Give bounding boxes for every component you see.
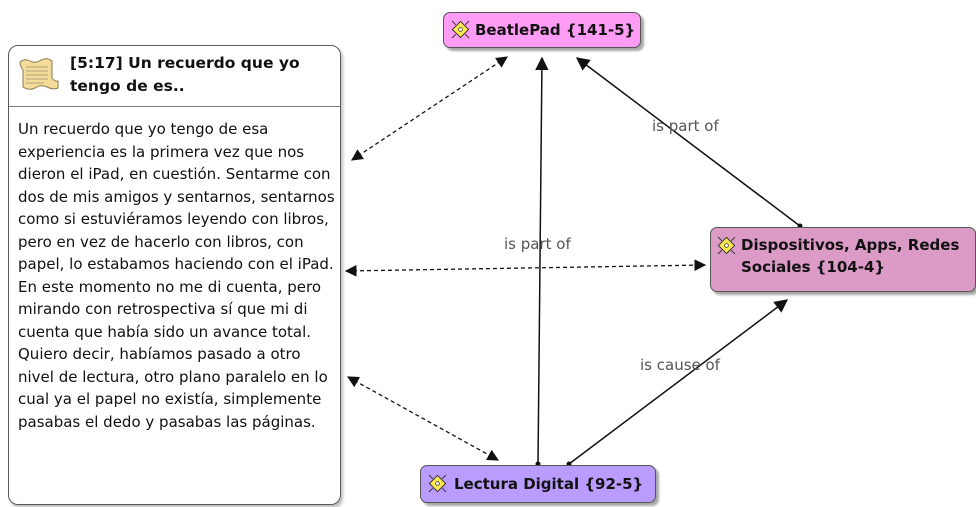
code-node-icon: [717, 236, 736, 255]
quotation-node[interactable]: [5:17] Un recuerdo que yo tengo de es.. …: [8, 45, 341, 505]
relation-lectura-beatlepad[interactable]: [535, 56, 549, 465]
code-node-dispositivos[interactable]: Dispositivos, Apps, Redes Sociales {104-…: [710, 227, 976, 292]
quotation-header: [5:17] Un recuerdo que yo tengo de es..: [9, 46, 340, 107]
relation-label-dispositivos-beatlepad: is part of: [652, 117, 719, 135]
quotation-title: [5:17] Un recuerdo que yo tengo de es..: [70, 54, 300, 95]
relation-dispositivos-beatlepad[interactable]: [575, 57, 801, 227]
code-node-beatlepad[interactable]: BeatlePad {141-5}: [443, 12, 641, 48]
quotation-text: Un recuerdo que yo tengo de esa experien…: [18, 120, 335, 431]
code-node-icon: [451, 20, 470, 39]
code-label-beatlepad: BeatlePad {141-5}: [475, 21, 636, 39]
link-quote-dispositivos[interactable]: [344, 259, 707, 277]
code-label-lectura-digital: Lectura Digital {92-5}: [454, 475, 644, 493]
code-node-icon: [428, 474, 447, 493]
link-quote-lectura[interactable]: [346, 376, 500, 461]
code-node-lectura-digital[interactable]: Lectura Digital {92-5}: [420, 465, 656, 503]
relation-lectura-dispositivos[interactable]: [568, 299, 789, 465]
relation-label-lectura-dispositivos: is cause of: [640, 356, 720, 374]
quotation-document-icon: [19, 58, 59, 90]
relation-label-lectura-beatlepad: is part of: [504, 235, 571, 253]
link-quote-beatlepad[interactable]: [351, 56, 508, 161]
code-label-dispositivos: Dispositivos, Apps, Redes Sociales {104-…: [741, 236, 960, 276]
